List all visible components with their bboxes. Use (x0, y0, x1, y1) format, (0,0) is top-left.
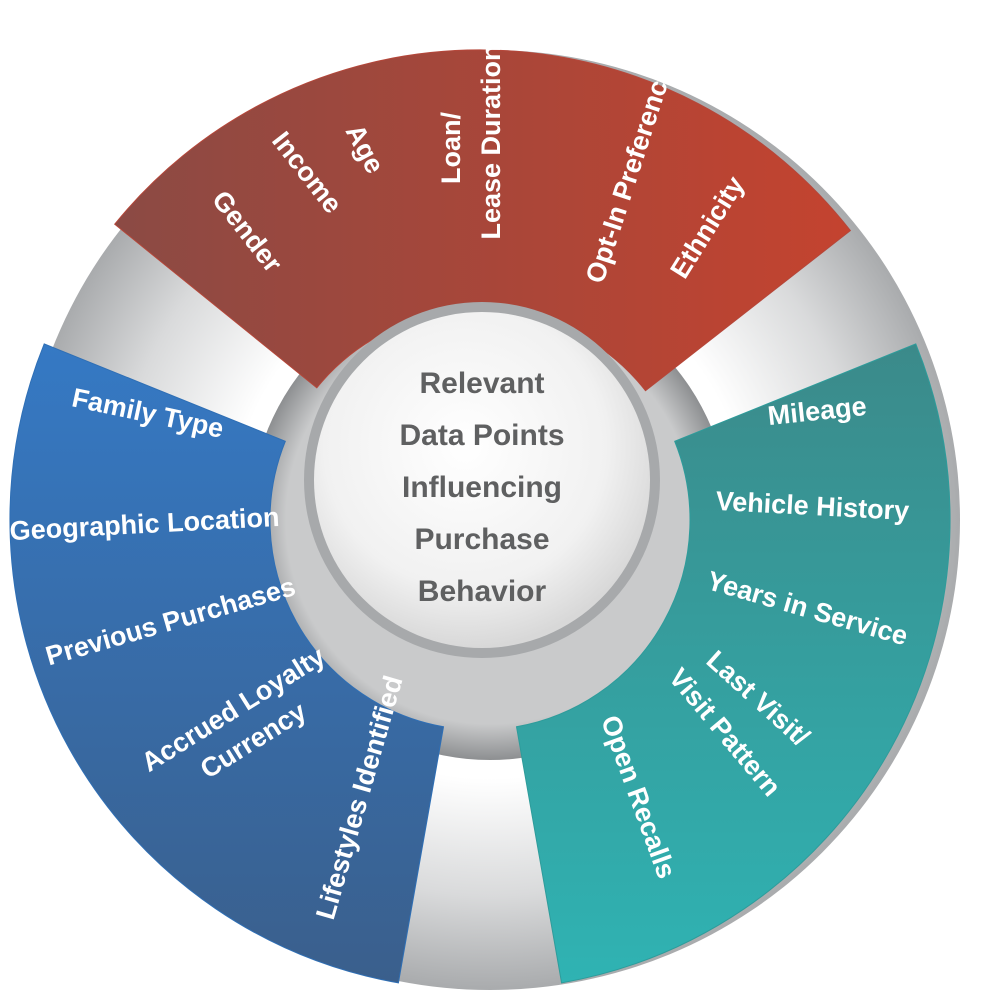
center-line-5: Behavior (418, 575, 547, 608)
center-line-1: Relevant (419, 367, 544, 400)
label-loan: Loan/ (436, 112, 466, 184)
center-disk (314, 312, 650, 648)
center-title: Relevant Data Points Influencing Purchas… (399, 367, 564, 608)
label-lease-duration: Lease Duration (476, 44, 506, 239)
center-line-2: Data Points (399, 419, 564, 452)
center-line-3: Influencing (402, 471, 562, 504)
vehicle-segment (515, 343, 951, 984)
center-line-4: Purchase (414, 523, 549, 556)
customer-segment (9, 343, 445, 984)
